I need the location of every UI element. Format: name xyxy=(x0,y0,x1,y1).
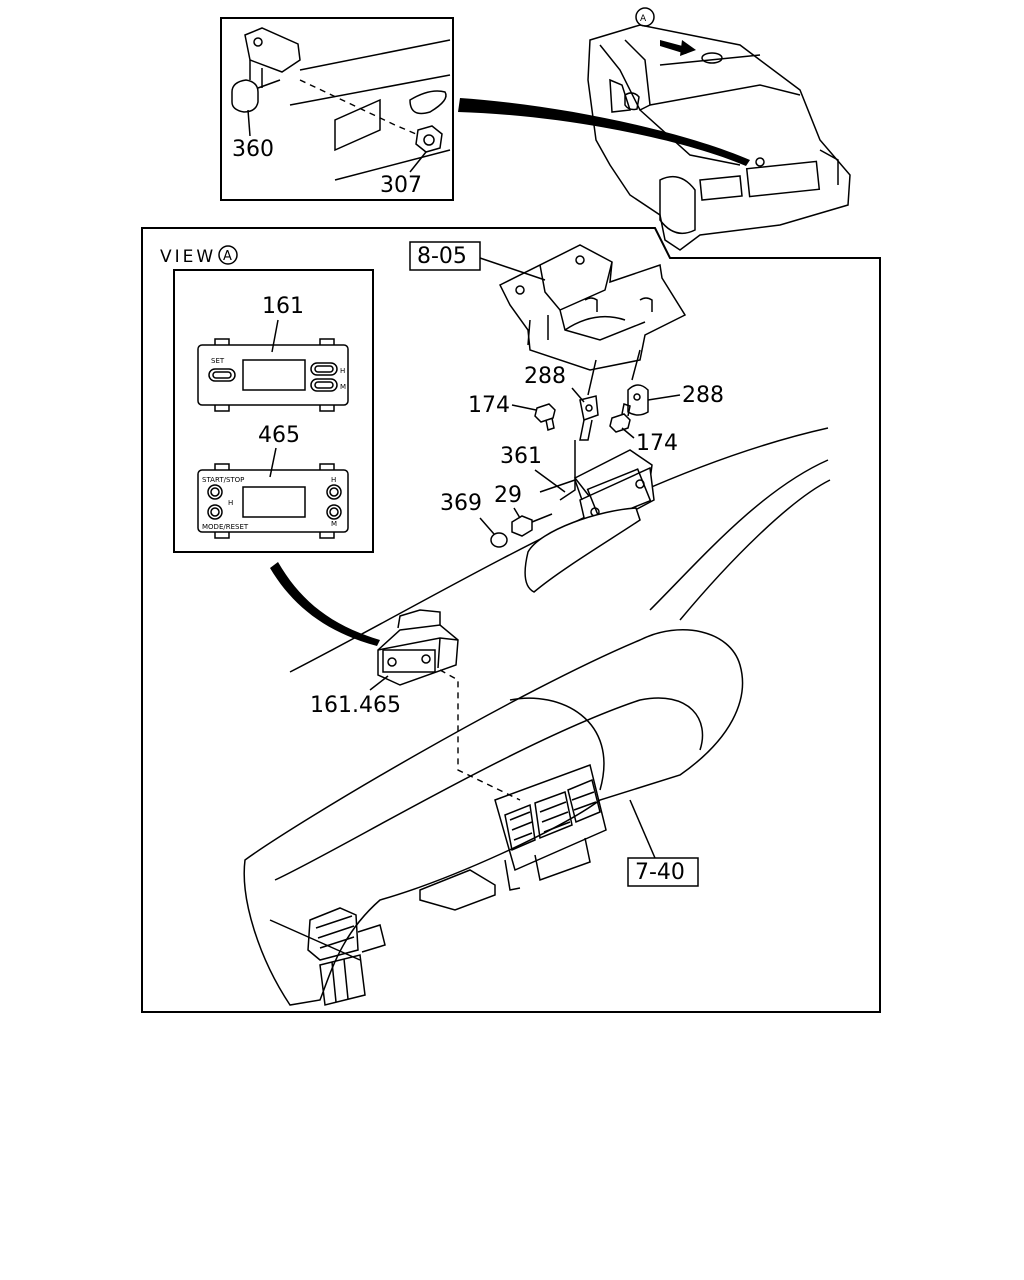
view-label: VIEW xyxy=(160,247,216,267)
screw-29-part xyxy=(511,513,553,537)
m-button-161 xyxy=(310,378,338,392)
circle-marker-a-view xyxy=(218,245,238,265)
pointer-arrow-to-clock xyxy=(270,562,380,646)
m-button-465 xyxy=(326,504,342,520)
display-screen-161 xyxy=(242,359,306,391)
callout-307: 307 xyxy=(380,173,422,198)
start-stop-label: START/STOP xyxy=(202,476,244,484)
h-button-465 xyxy=(326,484,342,500)
callout-288-left: 288 xyxy=(524,364,566,389)
view-a-inset: SET H M 161 START/STOP MODE/RESET xyxy=(173,269,374,553)
circle-marker-a-top-label: A xyxy=(640,14,647,24)
vehicle-illustration: A xyxy=(587,7,851,251)
callout-161-465: 161.465 xyxy=(310,693,401,718)
callout-360: 360 xyxy=(232,137,274,162)
m-label-465: M xyxy=(331,520,337,528)
sensor-detail-inset: 360 307 xyxy=(220,17,454,201)
m-label-161: M xyxy=(340,383,346,391)
callout-29: 29 xyxy=(494,483,522,508)
mode-reset-button-465 xyxy=(207,504,223,520)
callout-288-right: 288 xyxy=(682,383,724,408)
h-left-label-465: H xyxy=(228,499,233,507)
callout-161: 161 xyxy=(262,294,304,319)
view-a-inset-frame xyxy=(173,269,374,553)
callout-805: 8-05 xyxy=(417,244,467,269)
h-label-161: H xyxy=(340,367,345,375)
screw-174-right xyxy=(609,403,631,433)
clip-288-right xyxy=(627,384,649,416)
main-view-frame xyxy=(141,227,881,1013)
pointer-arrow-to-vehicle xyxy=(458,98,750,166)
bracket-805-part xyxy=(498,244,687,371)
callout-174-right: 174 xyxy=(636,431,678,456)
callout-805-box xyxy=(409,241,481,271)
h-button-161 xyxy=(310,362,338,376)
start-stop-button-465 xyxy=(207,484,223,500)
set-label: SET xyxy=(211,357,225,365)
circle-marker-a-view-label: A xyxy=(223,249,232,264)
circle-marker-a-top xyxy=(635,7,655,27)
sensor-360-part xyxy=(231,27,301,113)
set-button-161 xyxy=(208,368,236,382)
mode-reset-label: MODE/RESET xyxy=(202,523,249,531)
nut-307-part xyxy=(415,125,443,153)
callout-740: 7-40 xyxy=(635,860,685,885)
dashboard-7-40-part xyxy=(243,629,744,1006)
screw-174-left xyxy=(534,403,556,431)
callout-369: 369 xyxy=(440,491,482,516)
callout-740-box xyxy=(627,857,699,887)
sensor-inset-frame xyxy=(220,17,454,201)
callout-361: 361 xyxy=(500,444,542,469)
clock-unit-161-465 xyxy=(377,609,459,686)
rearview-mirror xyxy=(524,507,641,593)
h-right-label-465: H xyxy=(331,476,336,484)
display-screen-465 xyxy=(242,486,306,518)
callout-174-left: 174 xyxy=(468,393,510,418)
callout-465: 465 xyxy=(258,423,300,448)
clip-288-left xyxy=(579,395,599,441)
clock-panel-465: START/STOP MODE/RESET H H M xyxy=(197,463,349,539)
cap-369-part xyxy=(490,532,508,548)
